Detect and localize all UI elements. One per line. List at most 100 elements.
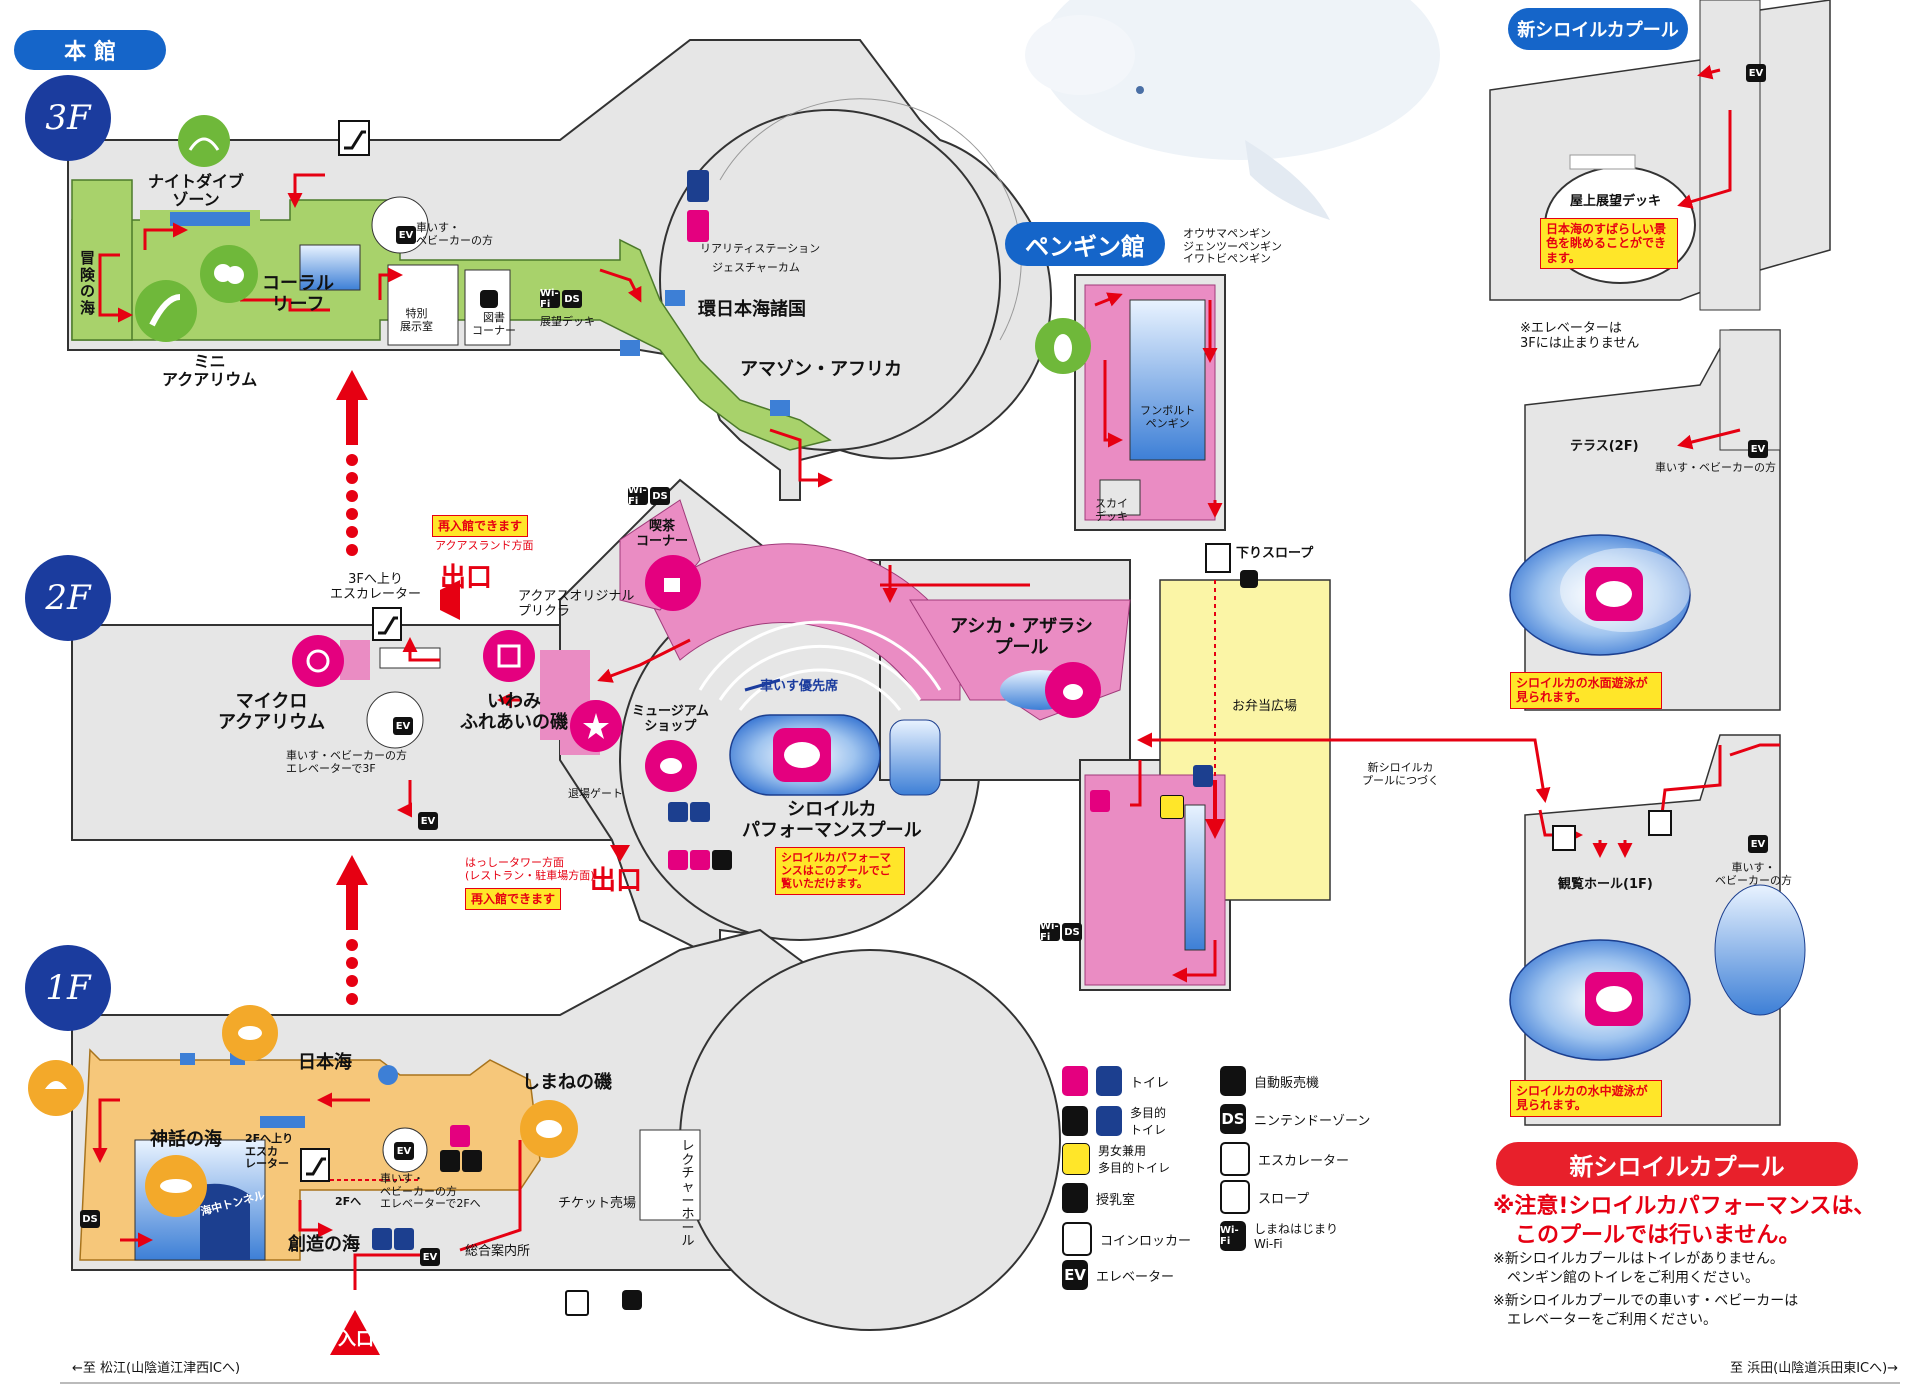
escalator-icon-3f [338, 120, 370, 156]
museum-shop-icon [645, 740, 697, 792]
legend-nintendo-label: ニンテンドーゾーン [1254, 1113, 1371, 1129]
wheelchair-ev-label-3f: 車いす・ ベビーカーの方 [416, 221, 493, 247]
humboldt-penguin-label: フンボルト ペンギン [1140, 404, 1196, 430]
entrance-label[interactable]: 入口 [338, 1329, 374, 1350]
reentry-note-top: 再入館できます [432, 515, 529, 538]
vending-machine-icon [1220, 1066, 1246, 1096]
nintendo-ds-icon-2f: DS [650, 487, 670, 505]
legend-coin-locker: コインロッカー [1062, 1222, 1191, 1256]
legend-multi-toilet-label: 多目的 トイレ [1130, 1106, 1167, 1137]
floor-badge-3f: 3F [25, 75, 111, 161]
lecture-hall-label: レクチャーホール [681, 1139, 695, 1250]
escalator-to-3f-label: 3Fへ上り エスカレーター [330, 572, 422, 602]
reentry-note-bottom: 再入館できます [465, 888, 562, 911]
toilet-icon-blue-2f [1193, 765, 1213, 787]
elevator-icon: EV [1062, 1260, 1088, 1290]
floor-transition-arrows [336, 370, 368, 1005]
micro-aquarium-label: マイクロ アクアリウム [218, 691, 326, 733]
shimane-shore-label: しまねの磯 [522, 1072, 612, 1093]
floor-badge-2f: 2F [25, 555, 111, 641]
terrace-2f-label: テラス(2F) [1570, 439, 1639, 454]
elevator-icon-2f-b: EV [418, 812, 438, 830]
japan-sea-label: 日本海 [298, 1052, 352, 1073]
unisex-toilet-icon-2f [1160, 795, 1184, 819]
slope-icon-hall-b [1648, 810, 1672, 836]
coin-locker-icon-1f [565, 1290, 589, 1316]
multi-toilet-icon-2f [668, 802, 688, 822]
elevator-icon-1f: EV [394, 1142, 414, 1160]
exit-label-bottom[interactable]: 出口 [590, 866, 643, 896]
cafe-corner-label: 喫茶 コーナー [636, 519, 689, 549]
wifi-icon: Wi-Fi [1220, 1220, 1246, 1251]
escalator-icon [1220, 1142, 1250, 1176]
museum-shop-label: ミュージアム ショップ [632, 704, 709, 734]
legend-vending-label: 自動販売機 [1254, 1075, 1320, 1091]
legend-elevator: EV エレベーター [1062, 1260, 1174, 1290]
info-center-label: 総合案内所 [465, 1244, 531, 1259]
slope-icon-hall [1552, 825, 1576, 851]
legend-escalator-label: エスカレーター [1258, 1153, 1350, 1169]
floor3-map [67, 39, 1053, 501]
vending-machine-icon-1f [622, 1290, 642, 1310]
new-pool-banner: 新シロイルカプール [1496, 1142, 1858, 1186]
japan-sea-fish-icon [222, 1005, 278, 1061]
escalator-to-2f-label: 2Fへ上り エスカ レーター [245, 1132, 294, 1171]
legend-slope-label: スロープ [1258, 1191, 1310, 1207]
gesture-cam-label: ジェスチャーカム [712, 261, 800, 274]
down-slope-label: 下りスロープ [1236, 546, 1314, 561]
legend-multi-toilet: 多目的 トイレ [1062, 1104, 1166, 1138]
wheelchair-priority-label: 車いす優先席 [760, 679, 839, 694]
escalator-icon-2f [372, 607, 402, 641]
floor1-map [60, 928, 1900, 1384]
continue-new-pool-label: 新シロイルカ プールにつづく [1362, 761, 1439, 787]
underwater-swim-note: シロイルカの水中遊泳が見られます。 [1510, 1080, 1662, 1117]
direction-to-hamada: 至 浜田(山陰道浜田東ICへ)→ [1730, 1361, 1899, 1376]
legend-wifi: Wi-Fi しまねはじまり Wi-Fi [1220, 1220, 1338, 1251]
special-exhibit-label: 特別 展示室 [400, 307, 433, 333]
wheelchair-label-terrace: 車いす・ベビーカーの方 [1655, 461, 1776, 474]
purikura-icon [483, 630, 535, 682]
amazon-africa-label: アマゾン・アフリカ [740, 359, 902, 380]
wifi-icon-2f-b: Wi-Fi [1040, 921, 1060, 943]
surface-swim-note: シロイルカの水面遊泳が見られます。 [1510, 672, 1662, 709]
floor-badge-1f: 1F [25, 945, 111, 1031]
vending-machine-icon-2f [1240, 570, 1258, 588]
aquasland-direction-label: アクアスランド方面 [435, 539, 534, 552]
lunch-plaza-label: お弁当広場 [1232, 699, 1298, 714]
elevator-icon-3f: EV [396, 226, 416, 244]
rooftop-deck-label: 屋上展望デッキ [1570, 194, 1662, 209]
toilet-icon-1f [450, 1125, 470, 1147]
vending-machine-icon-3f [480, 290, 498, 308]
new-pool-title-pill: 新シロイルカプール [1508, 8, 1688, 50]
multi-toilet-icon-2f-c [690, 850, 710, 870]
toilet-icon-2f [668, 850, 688, 870]
rooftop-deck-note: 日本海のすばらしい景色を眺めることができます。 [1540, 218, 1678, 270]
nightdive-zone-label: ナイトダイブ ゾーン [148, 172, 245, 210]
new-pool-note-wheelchair: ※新シロイルカプールでの車いす・ベビーカーは エレベーターをご利用ください。 [1493, 1293, 1799, 1328]
myth-sea-label: 神話の海 [150, 1129, 222, 1150]
multi-toilet-icon-1f [462, 1150, 482, 1172]
observation-deck-label: 展望デッキ [540, 315, 595, 328]
kan-japan-sea-label: 環日本海諸国 [698, 299, 806, 320]
wifi-icon-3f: Wi-Fi [540, 288, 560, 310]
legend-elevator-label: エレベーター [1096, 1269, 1175, 1285]
elevator-icon-hall: EV [1748, 835, 1768, 853]
adventure-sea-icon [135, 280, 197, 342]
legend-vending-machine: 自動販売機 [1220, 1066, 1319, 1096]
exit-gate-label: 退場ゲート [568, 787, 623, 800]
building-name-pill: 本 館 [14, 30, 166, 70]
toilet-icon-pink-2f [1090, 790, 1110, 812]
library-corner-label: 図書 コーナー [472, 311, 516, 337]
exit-label-top[interactable]: 出口 [440, 563, 493, 593]
elevator-icon-roof: EV [1746, 64, 1766, 82]
coin-locker-icon [1062, 1222, 1092, 1256]
sky-deck-label: スカイ デッキ [1095, 497, 1128, 523]
reality-station-label: リアリティステーション [700, 242, 821, 255]
new-pool-note-toilet: ※新シロイルカプールはトイレがありません。 ペンギン館のトイレをご利用ください。 [1493, 1251, 1784, 1286]
beluga-pool-icons [773, 567, 1643, 1026]
creation-sea-label: 創造の海 [288, 1234, 360, 1255]
nursing-room-icon-1f [440, 1150, 460, 1172]
beluga-performance-pool-label: シロイルカ パフォーマンスプール [742, 799, 922, 841]
multi-toilet-icon-b [1096, 1106, 1122, 1136]
nursing-room-icon [1062, 1183, 1088, 1213]
